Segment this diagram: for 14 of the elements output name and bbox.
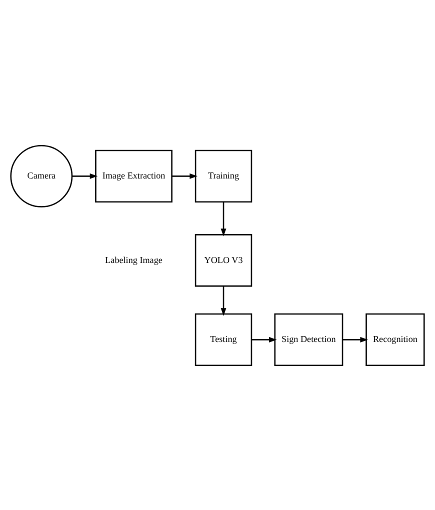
node-box: Testing	[194, 312, 252, 366]
arrow	[72, 172, 98, 178]
label: Labeling Image	[105, 254, 162, 264]
arrow	[252, 336, 277, 342]
arrow	[342, 336, 368, 342]
node-box: Training	[194, 149, 252, 202]
node-box: Sign Detection	[274, 312, 344, 366]
node-box: Recognition	[366, 312, 425, 366]
node-circle: Camera	[10, 144, 73, 207]
arrow	[220, 286, 226, 316]
arrow	[172, 172, 198, 178]
node-box: YOLO V3	[194, 234, 252, 286]
arrow	[220, 201, 226, 236]
node-box: Image Extraction	[95, 149, 172, 202]
